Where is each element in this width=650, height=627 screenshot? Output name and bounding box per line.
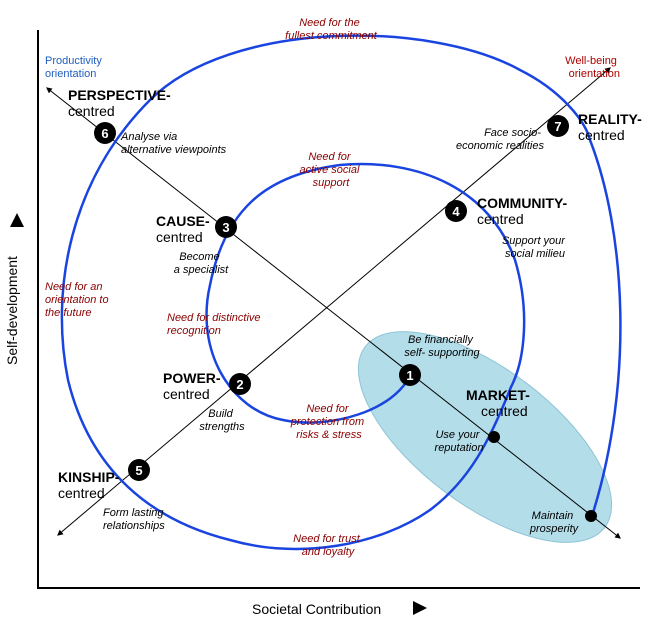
stage-node-4: 4 (445, 200, 467, 222)
stage-node-7: 7 (547, 115, 569, 137)
market-prosperity-dot (585, 510, 597, 522)
market-reputation-dot (488, 431, 500, 443)
stage-label-reality: REALITY- centred (578, 111, 646, 143)
stage-number: 2 (236, 377, 243, 392)
need-orientation-future: Need for an orientation to the future (45, 281, 112, 319)
stage-number: 6 (101, 126, 108, 141)
y-axis-title: Self-development (4, 213, 24, 365)
stage-label-market: MARKET- centred (466, 387, 534, 419)
stage-label-perspective: PERSPECTIVE- centred (68, 87, 175, 119)
need-active-social-support: Need for active social support (300, 151, 363, 189)
stage-label-kinship: KINSHIP- centred (58, 469, 124, 501)
stage-number: 1 (406, 368, 413, 383)
svg-text:Self-development: Self-development (4, 256, 20, 365)
x-axis-arrow-icon (413, 601, 427, 615)
stage-number: 5 (135, 463, 142, 478)
need-protection: Need for protection from risks & stress (290, 403, 367, 441)
stage-action-power: Build strengths (199, 408, 245, 433)
stage-action-community: Support your social milieu (502, 235, 568, 260)
stage-node-3: 3 (215, 216, 237, 238)
stage-number: 3 (222, 220, 229, 235)
wellbeing-diagonal (57, 67, 611, 536)
stage-number: 7 (554, 119, 561, 134)
stage-node-6: 6 (94, 122, 116, 144)
need-trust-loyalty: Need for trust and loyalty (293, 533, 363, 558)
stage-action-cause: Become a specialist (174, 251, 229, 276)
stage-node-1: 1 (399, 364, 421, 386)
need-distinctive-recognition: Need for distinctive recognition (167, 312, 264, 337)
stage-node-2: 2 (229, 373, 251, 395)
svg-text:Societal Contribution: Societal Contribution (252, 601, 381, 617)
stage-label-community: COMMUNITY- centred (477, 195, 572, 227)
stage-label-power: POWER- centred (163, 370, 225, 402)
stage-number: 4 (452, 204, 460, 219)
wellbeing-orientation-label: Well-being orientation (565, 55, 620, 80)
stage-action-self-supporting: Be financially self- supporting (404, 334, 480, 359)
stage-action-reality: Face socio- economic realities (456, 127, 545, 152)
stage-action-perspective: Analyse via alternative viewpoints (120, 131, 227, 156)
x-axis-title: Societal Contribution (252, 601, 427, 617)
productivity-orientation-label: Productivity orientation (45, 55, 105, 80)
stage-node-5: 5 (128, 459, 150, 481)
y-axis-arrow-icon (10, 213, 24, 227)
development-spiral (60, 34, 622, 551)
stage-label-cause: CAUSE- centred (156, 213, 214, 245)
market-action-prosperity: Maintain prosperity (529, 510, 580, 535)
market-action-reputation: Use your reputation (435, 429, 484, 454)
stage-action-kinship: Form lasting relationships (103, 507, 167, 532)
need-fullest-commitment: Need for the fullest commitment (285, 17, 378, 42)
